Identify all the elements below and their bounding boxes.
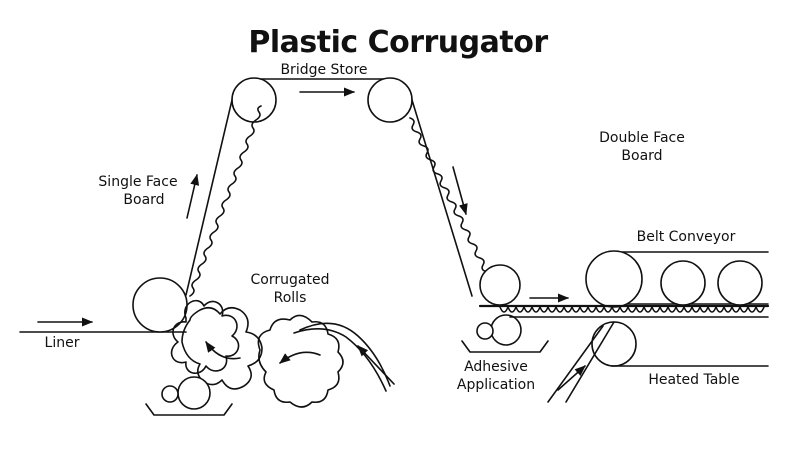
medium-feed-path-1	[293, 328, 387, 392]
board-flute	[499, 306, 765, 313]
glue-roll-small	[476, 322, 494, 340]
bottom-liner-feed-1	[547, 325, 604, 403]
corrugated-roll-lower	[257, 314, 344, 408]
belt-roll-1	[585, 250, 643, 308]
liner-label: Liner	[45, 335, 80, 351]
medium-feed-arrow	[357, 345, 395, 385]
single-face-arrow	[186, 173, 200, 219]
left-glue-roll-small	[161, 385, 179, 403]
bridge-roll-right	[367, 77, 413, 123]
glue-roll-lower	[490, 314, 522, 346]
belt-roll-2	[660, 260, 706, 306]
bottom-liner-feed-2	[565, 321, 615, 403]
single-face-flute	[189, 105, 262, 297]
double-face-flute	[409, 117, 492, 280]
single-face-liner	[185, 99, 233, 296]
corrugated-roll-arrow-left	[205, 341, 241, 360]
adhesive-tray	[461, 340, 549, 353]
single-face-label-2: Board	[123, 192, 164, 208]
corrugated-label-2: Rolls	[274, 290, 307, 306]
corrugated-roll-arrow-right	[279, 351, 321, 364]
single-face-label-1: Single Face	[98, 174, 177, 190]
adhesive-label-1: Adhesive	[464, 359, 528, 375]
pressure-roll	[132, 277, 188, 333]
adhesive-label-2: Application	[457, 377, 535, 393]
heated-table-label: Heated Table	[648, 372, 739, 388]
diagram-title: Plastic Corrugator	[248, 25, 548, 60]
double-face-label-2: Board	[621, 148, 662, 164]
heated-table-roll	[591, 321, 637, 367]
glue-roll-upper	[479, 264, 521, 306]
double-face-liner	[411, 99, 473, 297]
bridge-store-label: Bridge Store	[280, 62, 367, 78]
belt-roll-3	[717, 260, 763, 306]
medium-feed-path-2	[299, 322, 391, 387]
corrugated-roll-upper	[170, 300, 240, 374]
double-face-label-1: Double Face	[599, 130, 685, 146]
corrugated-label-1: Corrugated	[251, 272, 330, 288]
descent-arrow	[452, 166, 468, 216]
bridge-roll-left	[231, 77, 277, 123]
belt-conveyor-label: Belt Conveyor	[637, 229, 736, 245]
left-adhesive-tray	[145, 403, 233, 416]
corrugated-roll-upper-outer	[181, 306, 263, 390]
bottom-liner-arrow	[557, 365, 586, 391]
left-glue-roll-large	[177, 376, 211, 410]
